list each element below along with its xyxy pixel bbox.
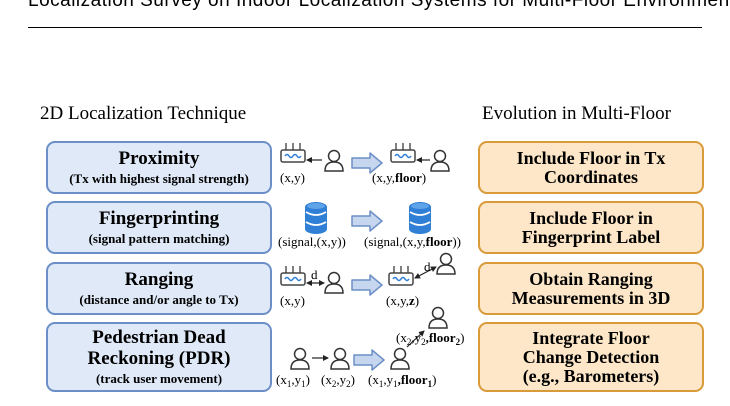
person-icon: [430, 149, 450, 172]
illustration-column: (x,y) (x,y,floor) (signal,(x,y)) (signal…: [272, 135, 478, 403]
heading-multi-floor-evolution: Evolution in Multi-Floor: [482, 103, 671, 124]
technique-proximity-box: Proximity (Tx with highest signal streng…: [46, 141, 272, 194]
database-icon: [304, 201, 328, 235]
page-header: Localization Survey on Indoor Localizati…: [0, 0, 730, 30]
evolution-line: Measurements in 3D: [511, 287, 671, 308]
pdr-position1-label: (x1,y1): [276, 372, 310, 389]
evolution-line: Include Floor in Tx: [516, 147, 666, 168]
ranging-distance-label: d: [424, 259, 431, 274]
person-icon: [428, 306, 448, 329]
person-icon: [324, 271, 344, 294]
transition-arrow-icon: [351, 210, 383, 232]
router-icon: [280, 142, 306, 163]
router-icon: [390, 142, 416, 163]
evolution-line: Obtain Ranging: [529, 268, 653, 289]
transition-arrow-icon: [351, 274, 383, 296]
technique-subtitle: (track user movement): [95, 371, 223, 386]
technique-ranging-box: Ranging (distance and/or angle to Tx): [46, 262, 272, 315]
illustration-svg: [280, 142, 456, 371]
pdr-floor1-label: (x1,y1,floor1): [368, 372, 437, 389]
ranging-3d-label: (x,y,z): [386, 293, 420, 308]
pdr-position2-label: (x2,y2): [321, 372, 355, 389]
heading-2d-techniques: 2D Localization Technique: [40, 103, 247, 124]
evolution-fingerprinting-box: Include Floor in Fingerprint Label: [478, 201, 704, 254]
person-icon: [390, 347, 410, 370]
header-text: Localization Survey on Indoor Localizati…: [28, 0, 730, 11]
header-rule: [28, 27, 702, 28]
proximity-2d-label: (x,y): [280, 170, 305, 185]
person-icon: [330, 347, 350, 370]
technique-title-line: Reckoning (PDR): [87, 348, 231, 369]
proximity-floor-label: (x,y,floor): [372, 170, 427, 185]
evolution-line: Integrate Floor: [532, 327, 650, 348]
transition-arrow-icon: [353, 349, 385, 371]
ranging-distance-label: d: [311, 267, 318, 282]
person-icon: [324, 149, 344, 172]
router-icon: [280, 265, 306, 286]
pdr-floor2-label: (x2,y2,floor2): [396, 330, 465, 347]
pdr-step: [406, 330, 425, 348]
technique-title-line: Pedestrian Dead: [92, 327, 226, 348]
technique-subtitle: (signal pattern matching): [88, 231, 230, 246]
technique-subtitle: (Tx with highest signal strength): [69, 171, 249, 186]
evolution-line: Fingerprint Label: [521, 226, 661, 247]
database-icon: [408, 201, 432, 235]
evolution-line: Coordinates: [544, 166, 638, 187]
technique-fingerprinting-box: Fingerprinting (signal pattern matching): [46, 201, 272, 254]
evolution-proximity-box: Include Floor in Tx Coordinates: [478, 141, 704, 194]
person-icon: [436, 252, 456, 275]
evolution-line: Include Floor in: [529, 207, 653, 228]
technique-pdr-box: Pedestrian Dead Reckoning (PDR) (track u…: [46, 322, 272, 392]
fingerprint-floor-label: (signal,(x,y,floor)): [364, 234, 462, 249]
person-icon: [290, 347, 310, 370]
ranging-2d-label: (x,y): [280, 293, 305, 308]
evolution-line: (e.g., Barometers): [522, 365, 660, 386]
router-icon: [388, 265, 414, 286]
evolution-pdr-box: Integrate Floor Change Detection (e.g., …: [478, 322, 704, 392]
technique-title: Ranging: [124, 269, 194, 290]
evolution-ranging-box: Obtain Ranging Measurements in 3D: [478, 262, 704, 315]
technique-title: Fingerprinting: [98, 208, 220, 229]
technique-subtitle: (distance and/or angle to Tx): [79, 292, 239, 307]
evolution-line: Change Detection: [522, 346, 660, 367]
ranging-distance: [414, 266, 437, 279]
fingerprint-2d-label: (signal,(x,y)): [278, 234, 346, 249]
technique-title: Proximity: [118, 148, 200, 169]
